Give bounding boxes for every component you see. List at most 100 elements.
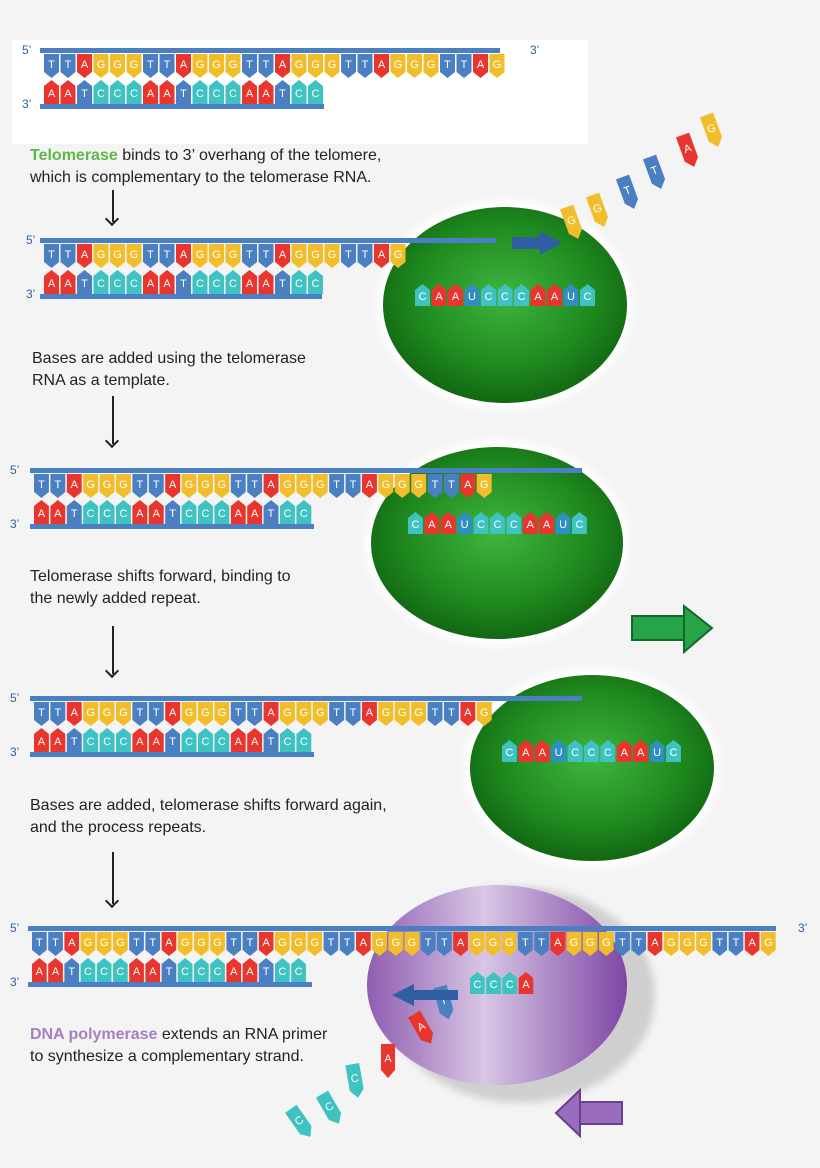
- svg-text:A: A: [464, 479, 472, 491]
- nucleotide-C: C: [308, 80, 323, 104]
- svg-text:C: C: [87, 508, 95, 520]
- svg-text:G: G: [414, 479, 423, 491]
- nucleotide-G: G: [404, 932, 420, 956]
- free-nucleotide-G: G: [699, 112, 722, 147]
- nucleotide-T: T: [161, 958, 177, 982]
- nucleotide-T: T: [329, 702, 345, 726]
- svg-text:G: G: [328, 249, 337, 261]
- nucleotide-G: G: [501, 932, 517, 956]
- svg-text:C: C: [201, 736, 209, 748]
- svg-text:T: T: [54, 707, 61, 719]
- step3-caption: Telomerase shifts forward, binding to th…: [30, 566, 291, 610]
- nucleotide-G: G: [116, 702, 131, 726]
- svg-text:C: C: [505, 747, 513, 759]
- svg-text:C: C: [119, 736, 127, 748]
- svg-text:G: G: [489, 937, 498, 949]
- svg-text:G: G: [113, 249, 122, 261]
- nucleotide-A: A: [242, 270, 257, 294]
- step4-line2: and the process repeats.: [30, 819, 207, 836]
- svg-text:C: C: [312, 278, 320, 290]
- svg-text:C: C: [114, 88, 122, 100]
- svg-text:T: T: [68, 966, 75, 978]
- nucleotide-T: T: [258, 244, 274, 268]
- nucleotide-C: C: [209, 80, 224, 104]
- three-prime-label-right: 3’: [530, 43, 539, 57]
- step2-line1: Bases are added using the telomerase: [32, 350, 306, 367]
- svg-text:U: U: [468, 291, 476, 303]
- nucleotide-C: C: [666, 740, 681, 762]
- nucleotide-T: T: [615, 932, 630, 956]
- svg-text:C: C: [300, 736, 308, 748]
- svg-text:T: T: [649, 164, 660, 178]
- nucleotide-G: G: [210, 932, 225, 956]
- svg-text:A: A: [464, 707, 472, 719]
- svg-text:G: G: [86, 707, 95, 719]
- nucleotide-A: A: [50, 728, 66, 752]
- svg-text:C: C: [669, 747, 677, 759]
- nucleotide-G: G: [80, 932, 96, 956]
- five-prime-label: 5’: [10, 921, 19, 935]
- five-prime-label: 5’: [26, 233, 35, 247]
- svg-text:T: T: [65, 249, 72, 261]
- step1-caption: Telomerase binds to 3’ overhang of the t…: [30, 145, 381, 189]
- nucleotide-A: A: [448, 284, 463, 306]
- nucleotide-T: T: [77, 270, 92, 294]
- nucleotide-G: G: [372, 932, 387, 956]
- svg-text:C: C: [283, 508, 291, 520]
- nucleotide-G: G: [126, 54, 142, 78]
- three-prime-label: 3’: [10, 517, 19, 531]
- svg-text:A: A: [435, 291, 443, 303]
- nucleotide-U: U: [649, 740, 665, 762]
- svg-text:T: T: [279, 88, 286, 100]
- nucleotide-T: T: [50, 474, 66, 498]
- svg-text:G: G: [566, 214, 578, 228]
- svg-text:G: G: [116, 937, 125, 949]
- nucleotide-G: G: [225, 54, 241, 78]
- nucleotide-G: G: [209, 54, 224, 78]
- svg-text:A: A: [81, 249, 89, 261]
- nucleotide-C: C: [99, 728, 115, 752]
- nucleotide-A: A: [77, 54, 92, 78]
- svg-text:T: T: [81, 88, 88, 100]
- nucleotide-C: C: [275, 958, 290, 982]
- svg-text:T: T: [71, 508, 78, 520]
- svg-text:T: T: [136, 479, 143, 491]
- svg-text:C: C: [300, 508, 308, 520]
- nucleotide-G: G: [177, 932, 193, 956]
- nucleotide-A: A: [547, 284, 562, 306]
- nucleotide-T: T: [329, 474, 345, 498]
- nucleotide-G: G: [194, 932, 209, 956]
- nucleotide-C: C: [116, 728, 131, 752]
- nucleotide-G: G: [280, 474, 295, 498]
- nucleotide-T: T: [60, 54, 76, 78]
- svg-text:T: T: [425, 937, 432, 949]
- nucleotide-T: T: [534, 932, 549, 956]
- svg-text:T: T: [333, 479, 340, 491]
- svg-text:C: C: [229, 88, 237, 100]
- svg-text:G: G: [97, 59, 106, 71]
- nucleotide-C: C: [181, 500, 197, 524]
- nucleotide-C: C: [497, 284, 513, 306]
- svg-text:A: A: [267, 479, 275, 491]
- nucleotide-A: A: [263, 702, 279, 726]
- svg-text:T: T: [279, 278, 286, 290]
- svg-text:A: A: [149, 966, 157, 978]
- nucleotide-C: C: [567, 740, 583, 762]
- svg-text:G: G: [196, 59, 205, 71]
- dna-polymerase-term: DNA polymerase: [30, 1026, 158, 1043]
- nucleotide-G: G: [411, 702, 427, 726]
- nucleotide-C: C: [210, 958, 225, 982]
- nucleotide-G: G: [93, 244, 109, 268]
- svg-text:C: C: [103, 508, 111, 520]
- nucleotide-A: A: [44, 80, 59, 104]
- nucleotide-C: C: [110, 270, 125, 294]
- nucleotide-A: A: [48, 958, 63, 982]
- nucleotide-T: T: [32, 932, 47, 956]
- svg-text:A: A: [251, 736, 259, 748]
- nucleotide-C: C: [415, 284, 430, 306]
- bottom-backbone: [28, 982, 312, 987]
- svg-text:T: T: [153, 707, 160, 719]
- nucleotide-T: T: [258, 958, 274, 982]
- nucleotide-T: T: [437, 932, 452, 956]
